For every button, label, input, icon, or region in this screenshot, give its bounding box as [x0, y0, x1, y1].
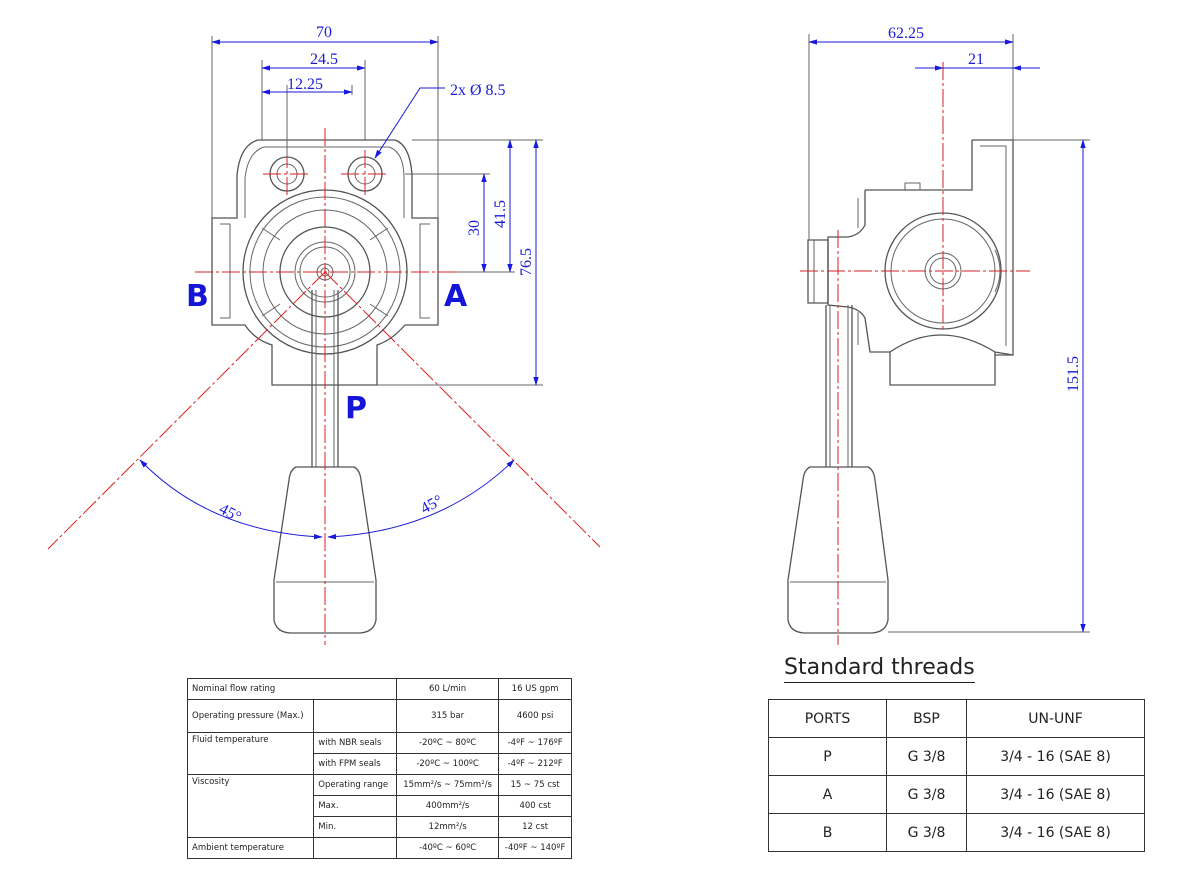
spec-metric: 400mm²/s: [395, 795, 500, 817]
table-row: A G 3/8 3/4 - 16 (SAE 8): [768, 775, 1145, 814]
threads-table: PORTS BSP UN-UNF P G 3/8 3/4 - 16 (SAE 8…: [768, 699, 1145, 852]
spec-label: Nominal flow rating: [187, 678, 397, 700]
spec-sub: [313, 837, 397, 859]
spec-imperial: -4ºF ~ 176ºF: [498, 732, 572, 754]
table-row: Ambient temperature -40ºC ~ 60ºC -40ºF ~…: [186, 837, 572, 859]
spec-sub: [313, 699, 397, 733]
spec-metric: -20ºC ~ 100ºC: [395, 753, 500, 775]
spec-imperial: 4600 psi: [498, 699, 572, 733]
spec-metric: 15mm²/s ~ 75mm²/s: [395, 774, 500, 796]
spec-imperial: 400 cst: [498, 795, 572, 817]
angle-right: 45°: [418, 492, 446, 518]
table-row: Operating pressure (Max.) 315 bar 4600 p…: [186, 699, 572, 733]
table-cell: G 3/8: [886, 737, 967, 776]
front-view: 70 24.5 12.25 2x Ø 8.5 30 41.5 76.5 45° …: [47, 24, 601, 645]
spec-label: Fluid temperature: [186, 732, 315, 775]
side-dim-62-25: 62.25: [888, 25, 924, 42]
spec-metric: 12mm²/s: [395, 816, 500, 838]
column-header: BSP: [886, 699, 967, 738]
spec-metric: 60 L/min: [395, 678, 500, 700]
side-dim-151-5: 151.5: [1065, 356, 1082, 392]
dim-41-5: 41.5: [492, 200, 509, 228]
table-cell: P: [768, 737, 887, 776]
column-header: PORTS: [768, 699, 887, 738]
dim-70: 70: [316, 24, 332, 41]
spec-metric: 315 bar: [395, 699, 500, 733]
dim-30: 30: [466, 220, 483, 236]
spec-imperial: 15 ~ 75 cst: [498, 774, 572, 796]
spec-imperial: 12 cst: [498, 816, 572, 838]
spec-metric: -20ºC ~ 80ºC: [395, 732, 500, 754]
table-row: Viscosity Operating range 15mm²/s ~ 75mm…: [186, 774, 572, 838]
threads-title: Standard threads: [784, 655, 975, 683]
port-label-b: B: [186, 279, 209, 314]
specs-table: Nominal flow rating 60 L/min 16 US gpm O…: [186, 678, 572, 859]
table-cell: G 3/8: [886, 813, 967, 852]
spec-label: Operating pressure (Max.): [186, 699, 315, 733]
spec-sub: Min.: [313, 816, 397, 838]
spec-sub: Max.: [313, 795, 397, 817]
spec-sub: with FPM seals: [313, 753, 397, 775]
table-cell: B: [768, 813, 887, 852]
spec-metric: -40ºC ~ 60ºC: [395, 837, 500, 859]
port-label-p: P: [345, 391, 367, 426]
spec-imperial: -4ºF ~ 212ºF: [498, 753, 572, 775]
table-cell: 3/4 - 16 (SAE 8): [966, 775, 1145, 814]
spec-sub: Operating range: [313, 774, 397, 796]
column-header: UN-UNF: [966, 699, 1145, 738]
side-view: 62.25 21 151.5: [787, 25, 1090, 645]
table-cell: 3/4 - 16 (SAE 8): [966, 737, 1145, 776]
spec-imperial: -40ºF ~ 140ºF: [498, 837, 572, 859]
table-cell: A: [768, 775, 887, 814]
side-dim-21: 21: [968, 51, 984, 68]
spec-sub: with NBR seals: [313, 732, 397, 754]
dim-24-5: 24.5: [310, 51, 338, 68]
port-label-a: A: [444, 279, 468, 314]
spec-label: Viscosity: [186, 774, 315, 838]
table-row: Fluid temperature with NBR seals -20ºC ~…: [186, 732, 572, 775]
dim-76-5: 76.5: [518, 248, 535, 276]
table-row: B G 3/8 3/4 - 16 (SAE 8): [768, 813, 1145, 852]
table-header-row: PORTS BSP UN-UNF: [768, 699, 1145, 738]
dim-holes: 2x Ø 8.5: [450, 82, 506, 99]
table-cell: G 3/8: [886, 775, 967, 814]
table-row: Nominal flow rating 60 L/min 16 US gpm: [187, 678, 572, 700]
spec-imperial: 16 US gpm: [498, 678, 572, 700]
table-row: with FPM seals -20ºC ~ 100ºC -4ºF ~ 212º…: [188, 753, 572, 775]
table-row: P G 3/8 3/4 - 16 (SAE 8): [768, 737, 1145, 776]
table-cell: 3/4 - 16 (SAE 8): [966, 813, 1145, 852]
spec-label: Ambient temperature: [186, 837, 315, 859]
dim-12-25: 12.25: [287, 76, 323, 93]
